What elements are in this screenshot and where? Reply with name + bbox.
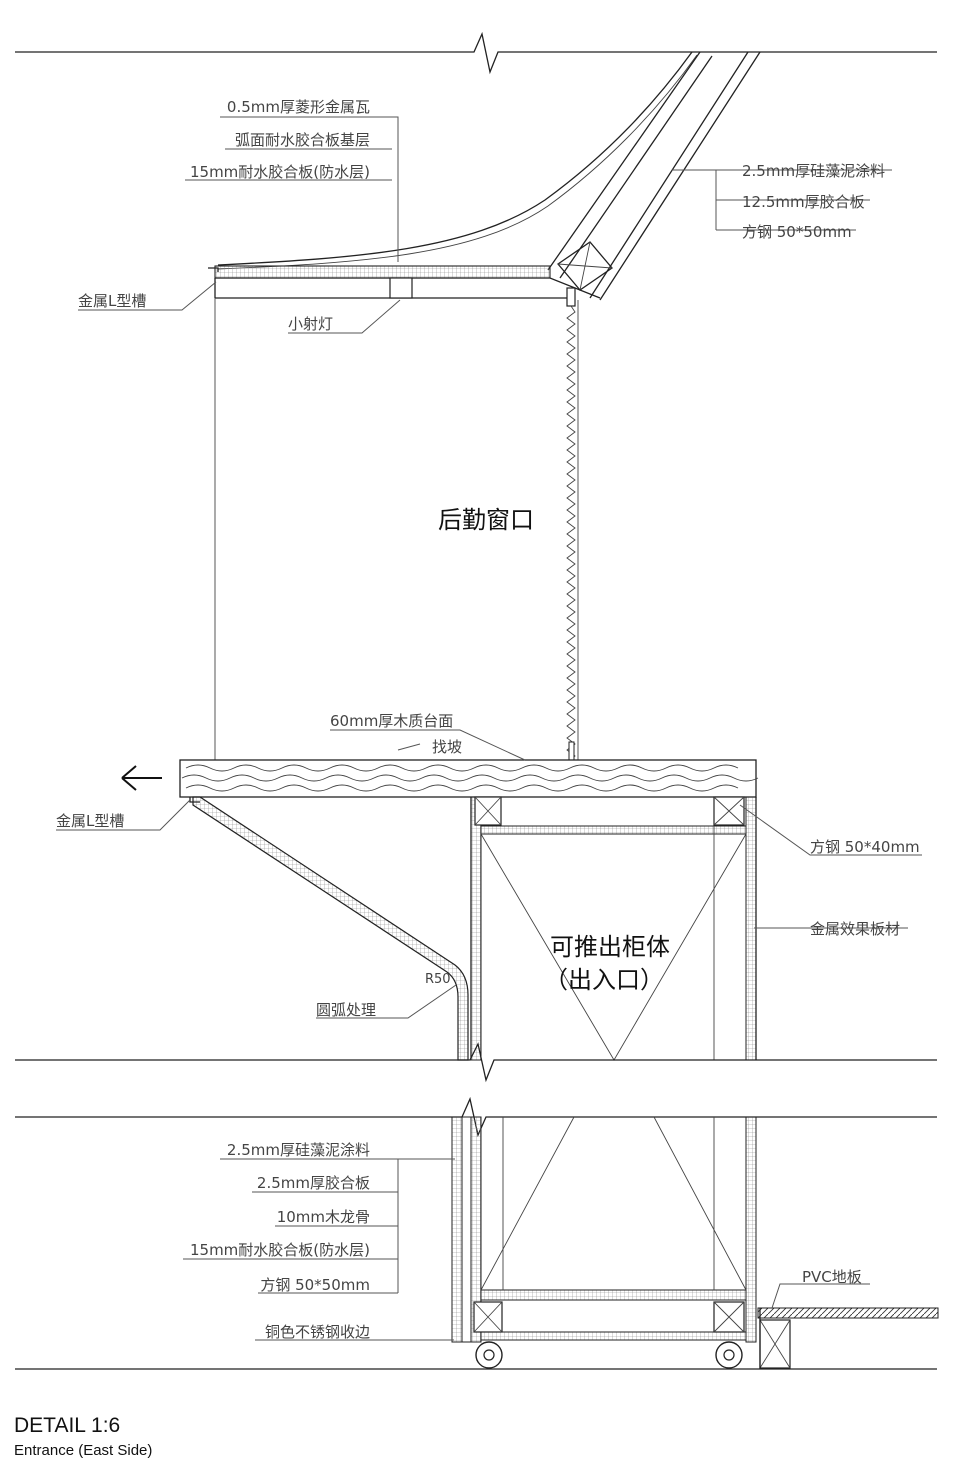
- cabinet-lower: [451, 1116, 757, 1369]
- counter-top: [179, 759, 759, 798]
- label-curved-base: 弧面耐水胶合板基层: [235, 131, 370, 149]
- label-slope: 找坡: [432, 738, 462, 756]
- label-base-steel: 方钢 50*50mm: [260, 1276, 370, 1294]
- floor: [15, 1307, 939, 1370]
- direction-arrow-icon: [121, 765, 162, 791]
- label-base-plywood: 2.5mm厚胶合板: [257, 1174, 370, 1192]
- label-cabinet-entrance: （出入口）: [544, 966, 664, 994]
- label-base-paint: 2.5mm厚硅藻泥涂料: [227, 1141, 370, 1159]
- caster-wheel-right: [715, 1341, 743, 1369]
- label-roof-waterproof: 15mm耐水胶合板(防水层): [190, 163, 370, 181]
- leader-lines: [56, 116, 922, 1341]
- steel-tube-lower-right: [713, 1301, 745, 1333]
- roof-section: [208, 51, 761, 769]
- detail-title: DETAIL 1:6: [14, 1414, 121, 1437]
- spotlight-fixture: [389, 277, 413, 299]
- label-base-keel: 10mm木龙骨: [277, 1208, 370, 1226]
- roof-steel-tube: [557, 241, 613, 291]
- label-cabinet: 可推出柜体: [550, 933, 670, 961]
- detail-subtitle: Entrance (East Side): [14, 1442, 153, 1459]
- sloped-cladding: [189, 796, 469, 1061]
- label-spotlight: 小射灯: [288, 315, 333, 333]
- label-service-window: 后勤窗口: [438, 506, 534, 534]
- label-roof-plywood: 12.5mm厚胶合板: [742, 193, 865, 211]
- label-counter-channel: 金属L型槽: [56, 812, 124, 830]
- label-base-trim: 铜色不锈钢收边: [265, 1323, 370, 1341]
- steel-tube-upper-left: [474, 796, 502, 826]
- steel-tube-lower-left: [473, 1301, 503, 1333]
- caster-wheel-left: [475, 1341, 503, 1369]
- cabinet-upper: [470, 796, 757, 1061]
- label-base-waterproof: 15mm耐水胶合板(防水层): [190, 1241, 370, 1259]
- label-counter-steel: 方钢 50*40mm: [810, 838, 920, 856]
- top-break-line: [15, 31, 937, 75]
- label-radius: R50: [425, 972, 451, 987]
- label-counter-top: 60mm厚木质台面: [330, 712, 453, 730]
- steel-tube-upper-right: [713, 796, 745, 826]
- label-roof-paint: 2.5mm厚硅藻泥涂料: [742, 162, 885, 180]
- label-roof-steel: 方钢 50*50mm: [742, 223, 852, 241]
- label-metal-tile: 0.5mm厚菱形金属瓦: [227, 98, 370, 116]
- label-arc-treatment: 圆弧处理: [316, 1001, 376, 1019]
- roof-l-channel: [208, 267, 219, 272]
- label-roof-channel: 金属L型槽: [78, 292, 146, 310]
- label-metal-panel: 金属效果板材: [810, 920, 900, 938]
- label-pvc-floor: PVC地板: [802, 1268, 862, 1286]
